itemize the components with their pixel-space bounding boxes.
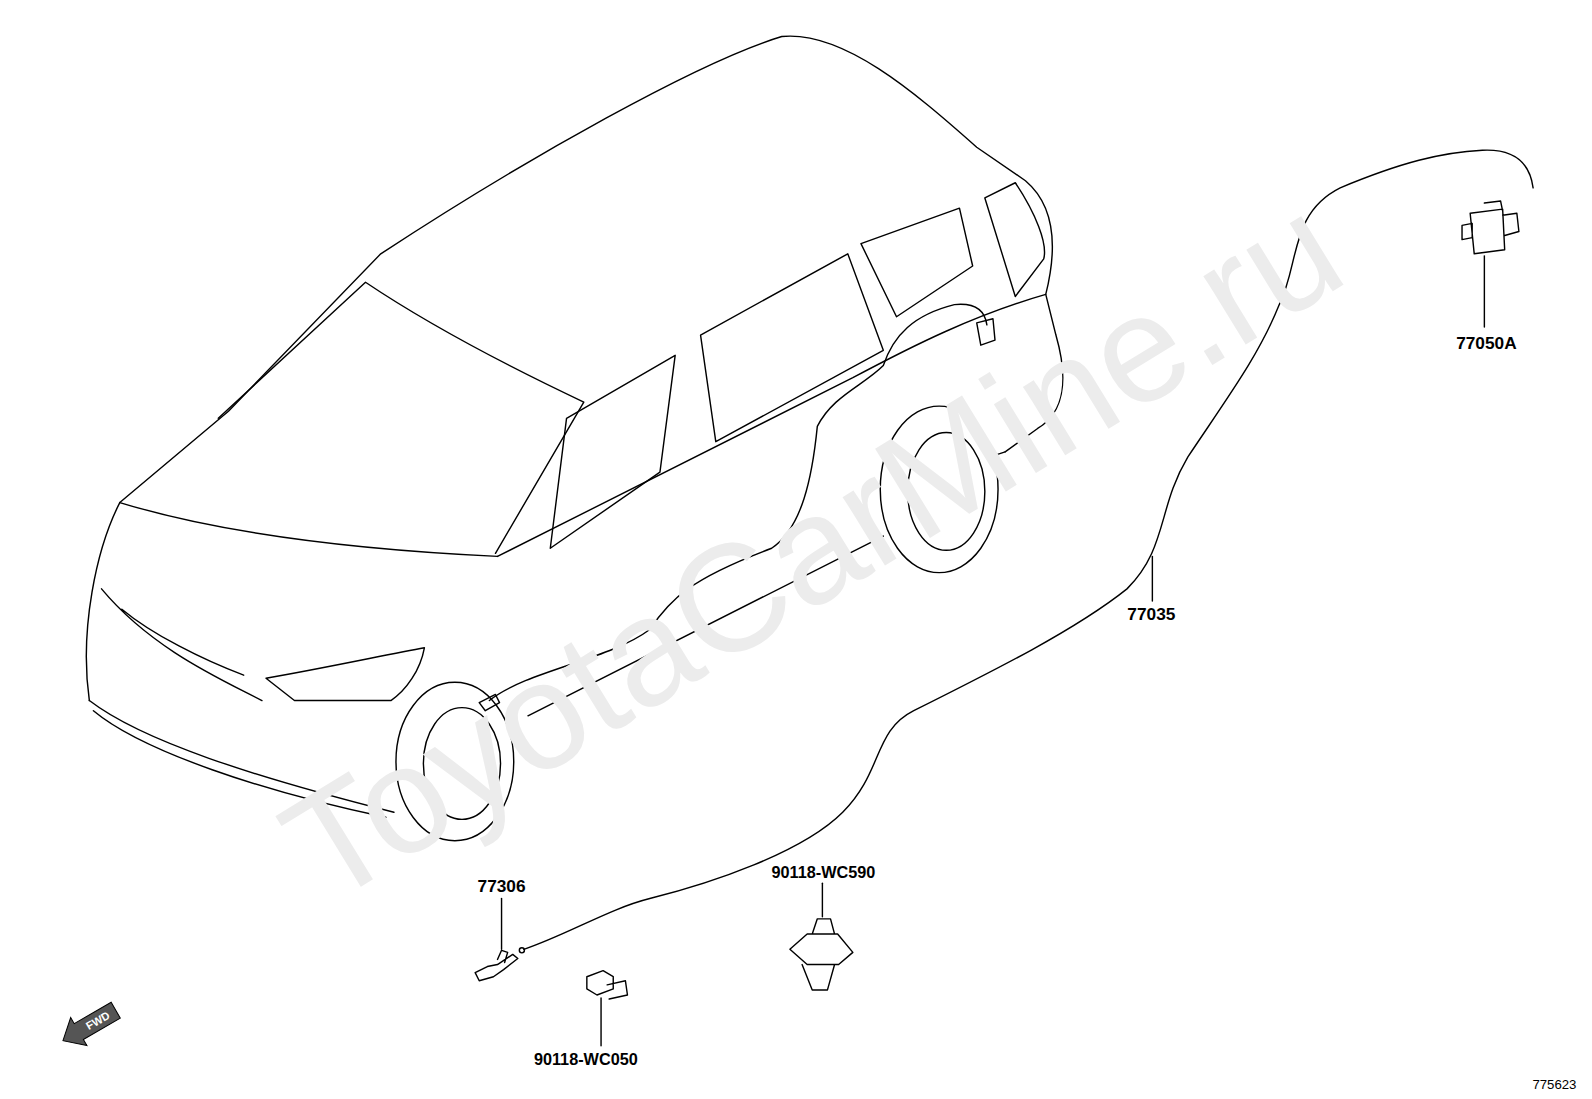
grille <box>102 589 262 701</box>
side-window <box>550 355 675 548</box>
leader-line <box>501 899 502 950</box>
car-body <box>86 36 1063 700</box>
callout-number: 90118-WC590 <box>771 865 875 881</box>
latch-on-car <box>977 319 995 345</box>
callout-number: 77035 <box>1127 606 1175 623</box>
cable-end <box>519 948 524 953</box>
leader-line <box>1484 256 1485 327</box>
side-window <box>861 208 973 317</box>
fuel-lid-latch <box>1462 201 1519 254</box>
leader-line <box>600 998 601 1046</box>
leader-line <box>1152 556 1153 601</box>
callout-number: 90118-WC050 <box>534 1052 638 1068</box>
figure-number: 775623 <box>1532 1078 1576 1091</box>
fwd-arrow <box>55 996 124 1055</box>
hood-line <box>120 503 498 557</box>
bolt <box>587 971 628 999</box>
callout-number: 77306 <box>478 878 526 895</box>
watermark: ToyotaCarMine.ru <box>260 169 1364 927</box>
side-window <box>701 254 884 442</box>
headlight <box>266 648 424 701</box>
leader-line <box>822 883 823 917</box>
cable-bracket <box>475 950 518 980</box>
callout-number: 77050A <box>1456 335 1516 352</box>
windshield <box>218 282 584 553</box>
clip <box>790 919 853 990</box>
rear-window <box>985 183 1045 297</box>
